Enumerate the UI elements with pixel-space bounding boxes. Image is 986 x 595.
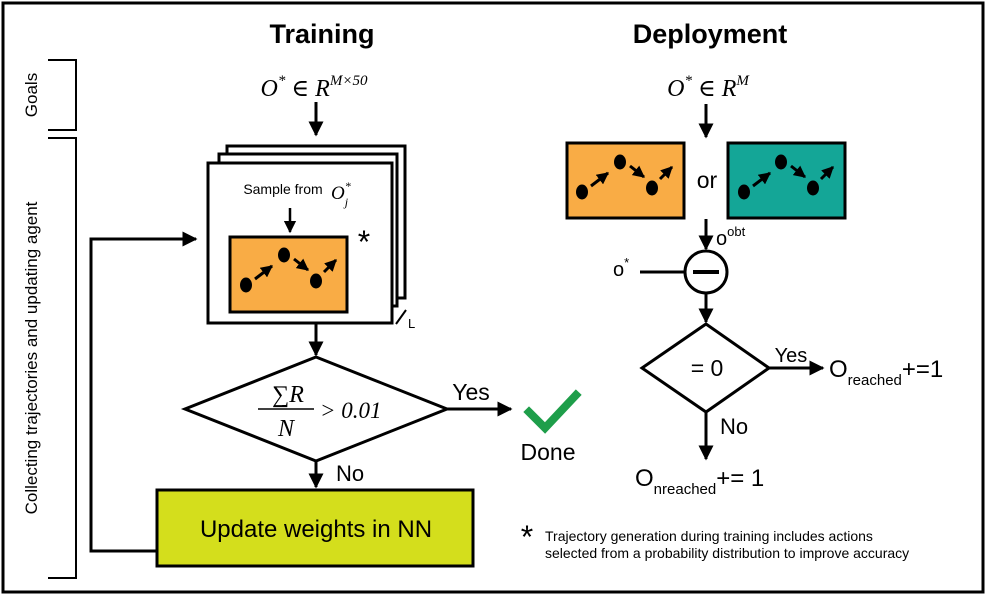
deploy-environment-orange bbox=[565, 141, 686, 220]
trajectory-point bbox=[807, 180, 819, 196]
goals-bracket bbox=[48, 59, 77, 131]
reward-decision-diamond bbox=[180, 355, 452, 463]
trajectory-arrow bbox=[322, 258, 338, 274]
trajectory-arrow bbox=[254, 264, 273, 281]
trajectory-point bbox=[278, 247, 290, 263]
stack-depth-indicator bbox=[395, 309, 407, 325]
trajectory-point bbox=[646, 180, 658, 196]
deploy-yes-label: Yes bbox=[775, 345, 808, 367]
reached-counter: Oreached+=1 bbox=[829, 356, 943, 389]
footnote-marker: * bbox=[521, 519, 533, 555]
done-label: Done bbox=[521, 439, 576, 465]
teal-env-box bbox=[726, 141, 847, 220]
trajectory-point bbox=[614, 154, 626, 170]
trajectory-arrow bbox=[293, 257, 309, 272]
training-env-box bbox=[228, 235, 349, 314]
sample-text: Sample from bbox=[243, 181, 322, 197]
training-no-label: No bbox=[336, 461, 364, 486]
stack-label: L bbox=[408, 316, 415, 331]
trajectory-point bbox=[738, 184, 750, 200]
update-weights-label: Update weights in NN bbox=[200, 516, 432, 543]
trajectory-point bbox=[310, 273, 322, 289]
reward-sum: ∑R bbox=[272, 382, 304, 408]
trajectory-arrow bbox=[658, 165, 674, 181]
training-star-marker: * bbox=[358, 224, 370, 260]
sample-variable: O*j bbox=[331, 179, 351, 209]
deploy-no-label: No bbox=[720, 414, 748, 439]
collecting-label: Collecting trajectories and updating age… bbox=[22, 201, 41, 514]
feedback-loop-arrow bbox=[89, 231, 198, 553]
deployment-heading: Deployment bbox=[633, 19, 788, 49]
obt-label: oobt bbox=[716, 224, 746, 250]
reward-threshold: > 0.01 bbox=[320, 398, 382, 423]
reward-denominator: N bbox=[277, 416, 296, 442]
orange-env-box bbox=[565, 141, 686, 220]
trajectory-arrow bbox=[790, 164, 806, 179]
nreached-counter: Onreached+= 1 bbox=[635, 465, 764, 498]
collecting-bracket bbox=[48, 137, 77, 579]
trajectory-arrow bbox=[629, 164, 645, 179]
training-heading: Training bbox=[269, 19, 374, 49]
training-yes-label: Yes bbox=[452, 379, 490, 405]
checkmark-icon bbox=[523, 389, 582, 434]
goals-label: Goals bbox=[22, 73, 41, 117]
update-weights-box bbox=[155, 488, 475, 568]
trajectory-point bbox=[240, 277, 252, 293]
trajectory-point bbox=[775, 154, 787, 170]
training-goal-formula: O* ∈ RM×50 bbox=[261, 73, 368, 102]
trajectory-arrow bbox=[819, 165, 835, 181]
footnote-line-1: Trajectory generation during training in… bbox=[545, 528, 873, 544]
trajectory-arrow bbox=[752, 171, 771, 188]
equality-label: = 0 bbox=[691, 355, 724, 381]
deployment-goal-formula: O* ∈ RM bbox=[667, 73, 750, 102]
trajectory-arrow bbox=[590, 171, 609, 188]
deploy-environment-teal bbox=[726, 141, 847, 220]
ostar-label: o* bbox=[613, 255, 629, 281]
trajectory-point bbox=[576, 184, 588, 200]
training-environment bbox=[228, 235, 349, 314]
or-label: or bbox=[697, 167, 718, 193]
footnote-line-2: selected from a probability distribution… bbox=[545, 545, 909, 561]
